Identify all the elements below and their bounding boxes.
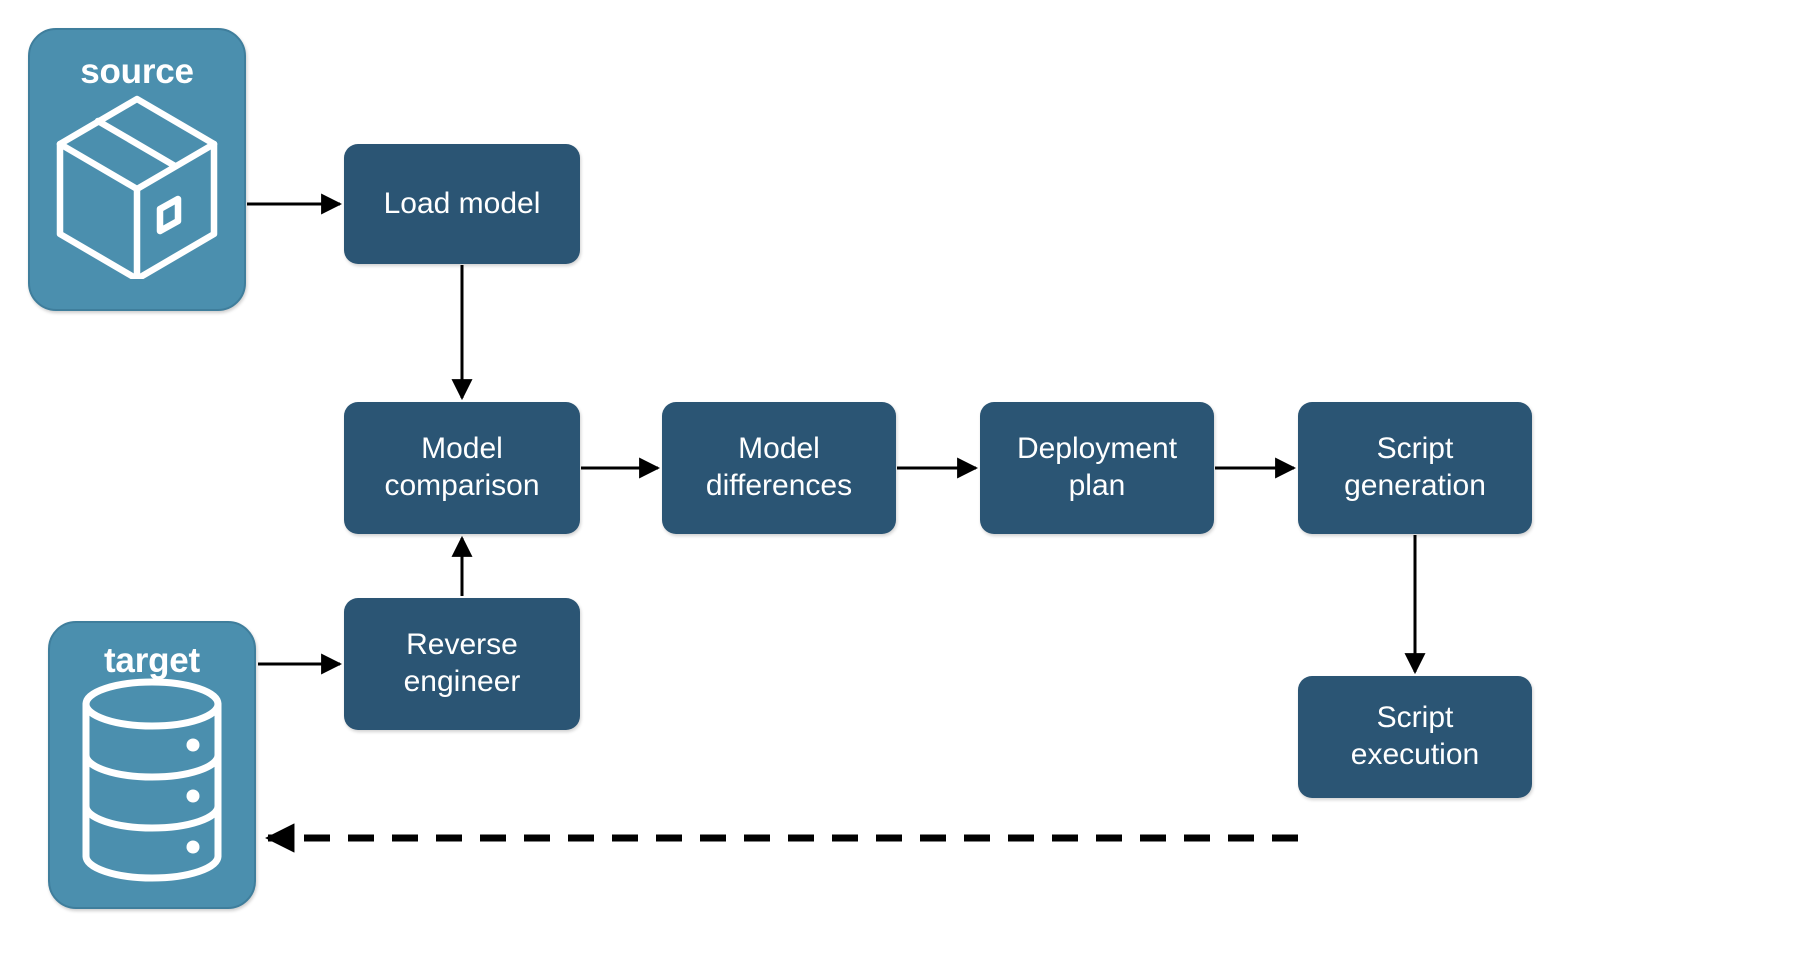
endpoint-label-source: source <box>80 52 194 91</box>
node-script-execution[interactable]: Script execution <box>1298 676 1532 798</box>
node-load-model[interactable]: Load model <box>344 144 580 264</box>
node-label-model-differences: Model differences <box>705 432 853 502</box>
database-cylinder-icon <box>75 678 229 887</box>
node-label-script-generation: Script generation <box>1344 432 1486 502</box>
endpoint-card-source[interactable]: source <box>28 28 246 311</box>
endpoint-card-target[interactable]: target <box>48 621 256 909</box>
endpoint-label-target: target <box>103 641 201 680</box>
node-label-model-comparison: Model comparison <box>384 432 540 502</box>
node-script-generation[interactable]: Script generation <box>1298 402 1532 534</box>
package-box-icon <box>48 89 226 284</box>
node-model-comparison[interactable]: Model comparison <box>344 402 580 534</box>
node-label-load-model: Load model <box>383 186 541 220</box>
node-label-deployment-plan: Deployment plan <box>1016 432 1178 502</box>
node-label-script-execution: Script execution <box>1350 701 1480 771</box>
node-deployment-plan[interactable]: Deployment plan <box>980 402 1214 534</box>
node-reverse-engineer[interactable]: Reverse engineer <box>344 598 580 730</box>
node-model-differences[interactable]: Model differences <box>662 402 896 534</box>
node-label-reverse-engineer: Reverse engineer <box>403 628 521 698</box>
